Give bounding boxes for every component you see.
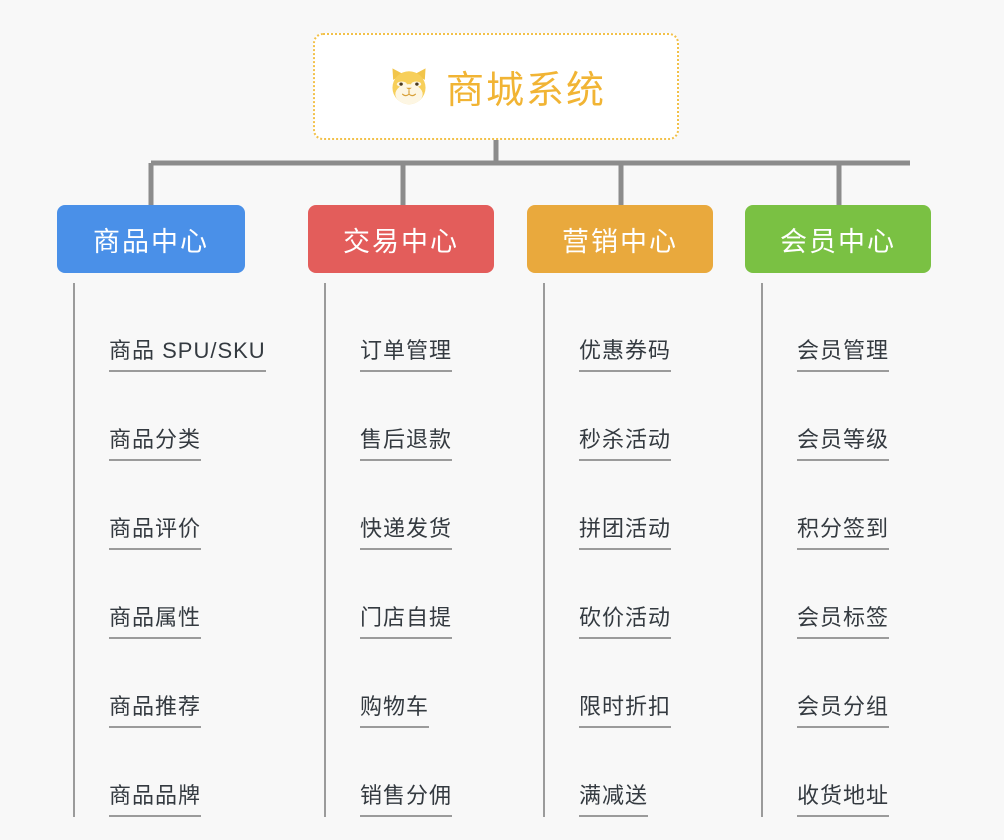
leaf-label: 购物车 (360, 689, 430, 728)
branch-head-member-center[interactable]: 会员中心 (745, 205, 931, 273)
branch-head-label: 营销中心 (562, 226, 678, 257)
branch-head-label: 会员中心 (780, 226, 896, 257)
list-item[interactable]: 商品品牌 (75, 728, 266, 817)
leaf-label: 限时折扣 (579, 689, 672, 728)
branch-head-trade-center[interactable]: 交易中心 (308, 205, 494, 273)
list-item[interactable]: 秒杀活动 (545, 372, 672, 461)
leaf-label: 会员管理 (797, 333, 890, 372)
list-item[interactable]: 购物车 (326, 639, 452, 728)
list-item[interactable]: 门店自提 (326, 550, 453, 639)
list-item[interactable]: 商品属性 (75, 550, 266, 639)
leaf-label: 积分签到 (797, 511, 890, 550)
list-item[interactable]: 快递发货 (326, 461, 453, 550)
list-item[interactable]: 砍价活动 (545, 550, 672, 639)
list-item[interactable]: 限时折扣 (545, 639, 672, 728)
leaf-label: 拼团活动 (579, 511, 672, 550)
leaf-list-member-center: 会员管理 会员等级 积分签到 会员标签 会员分组 收货地址 (761, 283, 890, 817)
branch-head-label: 商品中心 (93, 226, 209, 257)
leaf-label: 商品品牌 (109, 778, 202, 817)
leaf-label: 秒杀活动 (579, 422, 672, 461)
leaf-label: 砍价活动 (579, 600, 672, 639)
leaf-label: 会员分组 (797, 689, 890, 728)
list-item[interactable]: 商品评价 (75, 461, 266, 550)
list-item[interactable]: 会员标签 (763, 550, 890, 639)
leaf-list-trade-center: 订单管理 售后退款 快递发货 门店自提 购物车 销售分佣 (324, 283, 453, 817)
branch-head-label: 交易中心 (343, 226, 459, 257)
list-item[interactable]: 售后退款 (326, 372, 453, 461)
leaf-label: 订单管理 (360, 333, 453, 372)
list-item[interactable]: 商品推荐 (75, 639, 266, 728)
leaf-label: 商品评价 (109, 511, 202, 550)
leaf-label: 商品推荐 (109, 689, 202, 728)
list-item[interactable]: 会员等级 (763, 372, 890, 461)
leaf-list-product-center: 商品 SPU/SKU 商品分类 商品评价 商品属性 商品推荐 商品品牌 (73, 283, 266, 817)
root-title: 商城系统 (445, 70, 606, 112)
leaf-label: 售后退款 (360, 422, 453, 461)
leaf-label: 快递发货 (360, 511, 453, 550)
dog-face-icon (386, 64, 432, 110)
branch-head-product-center[interactable]: 商品中心 (57, 205, 245, 273)
leaf-label: 会员等级 (797, 422, 890, 461)
list-item[interactable]: 满减送 (545, 728, 671, 817)
leaf-label: 商品 SPU/SKU (109, 333, 266, 372)
list-item[interactable]: 订单管理 (326, 283, 453, 372)
branch-head-marketing-center[interactable]: 营销中心 (527, 205, 713, 273)
list-item[interactable]: 商品分类 (75, 372, 266, 461)
leaf-label: 优惠券码 (579, 333, 672, 372)
leaf-label: 商品分类 (109, 422, 202, 461)
leaf-label: 收货地址 (797, 778, 890, 817)
list-item[interactable]: 商品 SPU/SKU (75, 283, 266, 372)
leaf-list-marketing-center: 优惠券码 秒杀活动 拼团活动 砍价活动 限时折扣 满减送 (543, 283, 672, 817)
list-item[interactable]: 拼团活动 (545, 461, 672, 550)
list-item[interactable]: 优惠券码 (545, 283, 672, 372)
leaf-label: 门店自提 (360, 600, 453, 639)
list-item[interactable]: 会员分组 (763, 639, 890, 728)
leaf-label: 会员标签 (797, 600, 890, 639)
list-item[interactable]: 销售分佣 (326, 728, 453, 817)
root-node[interactable]: 商城系统 (313, 33, 679, 140)
list-item[interactable]: 收货地址 (763, 728, 890, 817)
list-item[interactable]: 积分签到 (763, 461, 890, 550)
list-item[interactable]: 会员管理 (763, 283, 890, 372)
leaf-label: 销售分佣 (360, 778, 453, 817)
leaf-label: 满减送 (579, 778, 649, 817)
leaf-label: 商品属性 (109, 600, 202, 639)
